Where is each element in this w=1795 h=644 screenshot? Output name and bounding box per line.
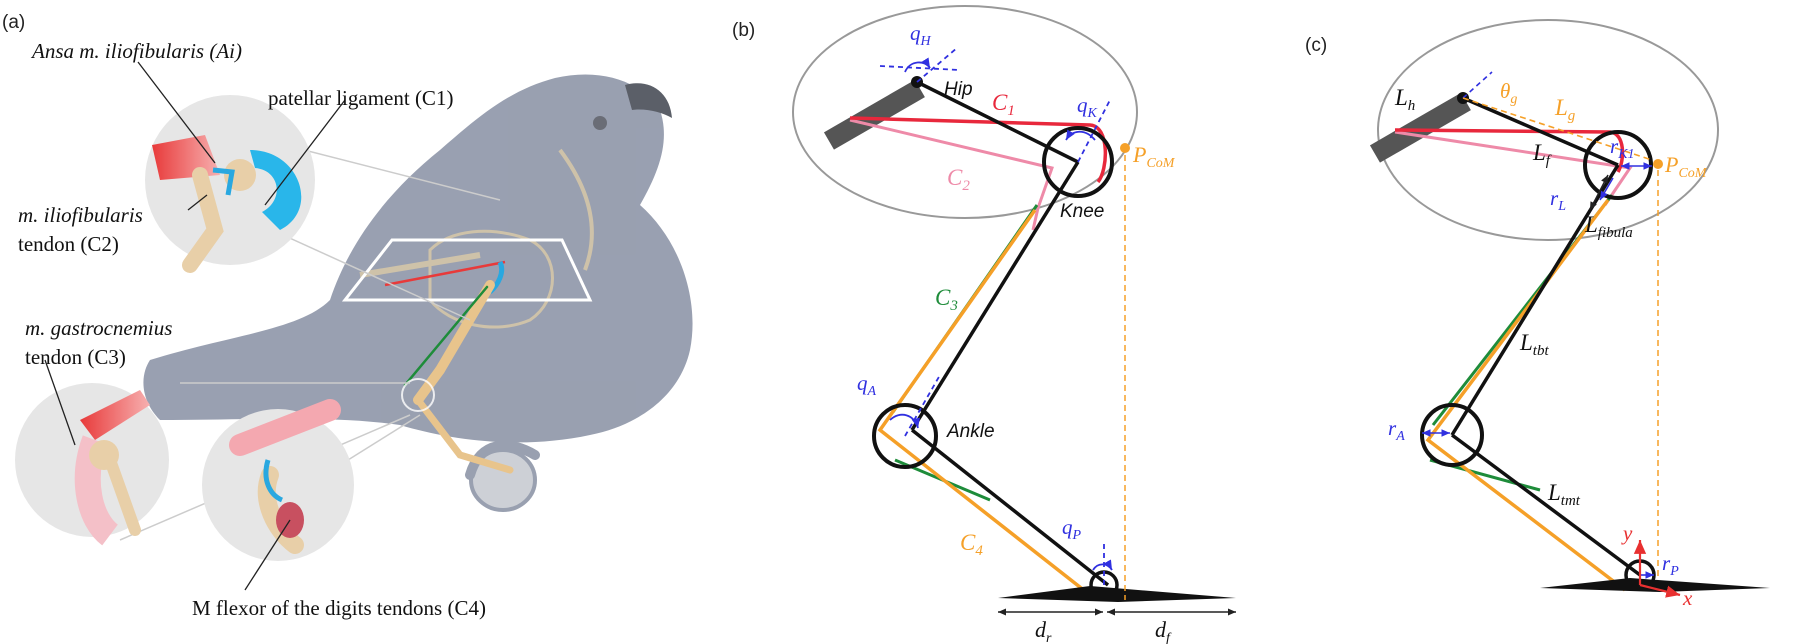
label-knee: Knee: [1060, 201, 1104, 222]
label-C1: C1: [992, 90, 1015, 119]
upper-leg-ellipse-c: [1377, 19, 1719, 241]
label-Lg: Lg: [1554, 95, 1576, 124]
label-x-axis: x: [1682, 586, 1693, 610]
pelvis-frame: [341, 238, 593, 302]
label-pcom-c: PCoM: [1664, 152, 1708, 181]
x-axis-arrow: [1639, 583, 1681, 598]
label-y-axis: y: [1621, 521, 1633, 545]
pointer-ai: [137, 61, 216, 164]
pelvis-bar-c: [1369, 92, 1471, 163]
theta-ref-line: [1462, 71, 1493, 99]
panel-b-label: (b): [732, 20, 755, 41]
label-Lh: Lh: [1394, 85, 1415, 114]
label-dr: dr: [1035, 617, 1052, 644]
label-iliofib-1: m. iliofibularis: [18, 203, 143, 227]
zoom-circle-ankle-right: [202, 399, 421, 561]
label-qH: qH: [910, 21, 932, 49]
c1-tendon-line: [384, 260, 506, 287]
label-Lfib: Lfibula: [1584, 212, 1633, 241]
label-qP: qP: [1062, 515, 1082, 543]
knee-joint: [1042, 126, 1114, 198]
label-Lf: Lf: [1532, 140, 1552, 169]
label-qK: qK: [1077, 93, 1098, 121]
label-rL: rL: [1550, 186, 1566, 214]
label-rA: rA: [1388, 416, 1405, 444]
label-rP: rP: [1662, 551, 1679, 579]
leg-bones-b: [910, 80, 1110, 587]
patellar-ligament-icon: [250, 150, 302, 230]
label-iliofib-2: tendon (C2): [18, 232, 119, 256]
label-hip: Hip: [944, 79, 973, 100]
label-gastro-2: tendon (C3): [25, 345, 126, 369]
label-Ltmt: Ltmt: [1547, 480, 1581, 509]
label-df: df: [1155, 617, 1172, 644]
label-patellar: patellar ligament (C1): [268, 86, 453, 110]
foot-c: [1540, 578, 1770, 592]
bird-leg-bones: [401, 280, 514, 474]
label-C3: C3: [935, 285, 958, 314]
pointer-flexor: [244, 519, 291, 591]
lfibula-arrow: [1589, 174, 1609, 211]
label-rK1: rK1: [1610, 134, 1635, 162]
leg-bones-c: [1450, 96, 1642, 577]
label-gastro-1: m. gastrocnemius: [25, 316, 172, 340]
tendon-c1: [849, 116, 1108, 184]
panel-a-label: (a): [2, 12, 25, 33]
panel-a: (a): [2, 12, 693, 620]
bird-eye-icon: [593, 116, 607, 130]
panel-c: (c): [1305, 19, 1770, 610]
label-C2: C2: [947, 165, 970, 194]
zoom-circle-ankle-left: [15, 382, 411, 546]
panel-b: (b): [732, 5, 1236, 644]
pelvis-bar: [823, 79, 925, 150]
tendon-c2: [849, 118, 1054, 231]
upper-leg-ellipse: [792, 5, 1138, 219]
pcom-dot: [1120, 143, 1130, 153]
label-ankle: Ankle: [946, 421, 995, 442]
pointer-patellar: [264, 99, 346, 206]
label-flexor: M flexor of the digits tendons (C4): [192, 596, 486, 620]
lg-line: [1462, 97, 1653, 161]
pointer-gastro: [44, 359, 76, 446]
bird-beak-icon: [625, 83, 672, 118]
pointer-iliofib: [187, 194, 208, 211]
label-qA: qA: [857, 371, 877, 399]
ankle-joint: [872, 403, 938, 469]
label-C4: C4: [960, 530, 983, 559]
label-theta: θg: [1500, 79, 1517, 107]
label-Ltbt: Ltbt: [1519, 330, 1549, 359]
panel-c-label: (c): [1305, 35, 1327, 56]
angle-markers-b: [879, 47, 1113, 585]
label-ai: Ansa m. iliofibularis (Ai): [30, 39, 242, 63]
pcom-dot-c: [1653, 159, 1663, 169]
foot: [998, 586, 1236, 602]
label-pcom-b: PCoM: [1132, 142, 1176, 171]
